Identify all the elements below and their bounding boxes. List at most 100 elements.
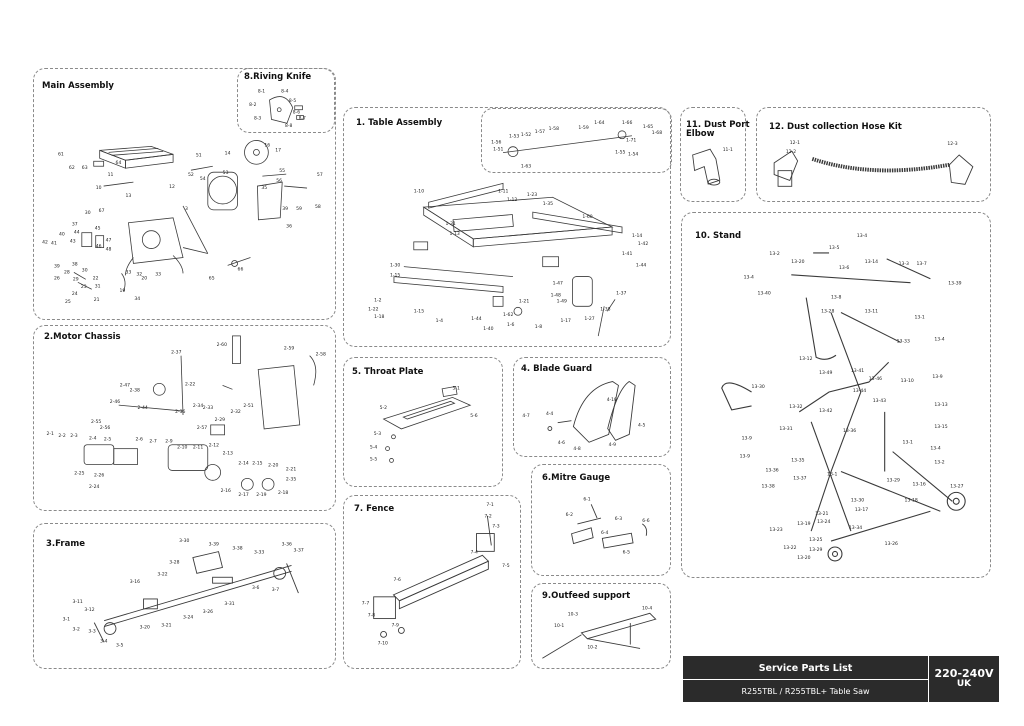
- svg-text:4-9: 4-9: [609, 442, 616, 448]
- svg-text:1-6: 1-6: [507, 322, 515, 328]
- panel-title: 10. Stand: [695, 231, 742, 241]
- svg-text:13-1: 13-1: [914, 314, 924, 320]
- svg-text:13-43: 13-43: [873, 398, 886, 404]
- svg-text:7-6: 7-6: [393, 577, 401, 583]
- svg-text:56: 56: [276, 178, 282, 184]
- svg-text:1-14: 1-14: [632, 233, 642, 239]
- svg-text:4-4: 4-4: [546, 411, 553, 417]
- svg-text:6-6: 6-6: [642, 518, 649, 524]
- svg-text:48: 48: [106, 247, 112, 253]
- svg-text:3-37: 3-37: [293, 548, 303, 554]
- svg-text:13-4: 13-4: [857, 233, 867, 239]
- panel-title: 4. Blade Guard: [521, 364, 593, 374]
- svg-text:2-14: 2-14: [238, 460, 248, 466]
- svg-text:2-57: 2-57: [197, 425, 207, 431]
- svg-text:3-21: 3-21: [161, 623, 171, 629]
- svg-text:1-11: 1-11: [498, 188, 508, 194]
- svg-text:12-2: 12-2: [786, 149, 796, 155]
- svg-text:25: 25: [65, 299, 71, 305]
- svg-text:30: 30: [82, 267, 88, 273]
- svg-text:11-1: 11-1: [723, 147, 733, 153]
- svg-text:2-58: 2-58: [316, 352, 326, 358]
- svg-text:30: 30: [85, 210, 91, 216]
- svg-text:1-22: 1-22: [368, 306, 378, 312]
- svg-text:5-6: 5-6: [470, 413, 478, 419]
- svg-text:2-5: 2-5: [104, 437, 112, 443]
- svg-text:11: 11: [108, 172, 114, 178]
- svg-text:1-42: 1-42: [638, 241, 648, 247]
- svg-text:8-7: 8-7: [299, 115, 306, 121]
- svg-text:13-4: 13-4: [934, 336, 944, 342]
- svg-text:2-3: 2-3: [70, 433, 78, 439]
- svg-text:3-16: 3-16: [130, 579, 140, 585]
- svg-text:39: 39: [282, 206, 288, 212]
- svg-text:1-65: 1-65: [643, 124, 653, 130]
- svg-text:2-34: 2-34: [193, 403, 203, 409]
- svg-text:1-21: 1-21: [519, 298, 529, 304]
- svg-text:1-64: 1-64: [594, 120, 604, 126]
- svg-text:53: 53: [223, 170, 229, 176]
- svg-text:1-56: 1-56: [491, 140, 501, 146]
- svg-text:10-3: 10-3: [568, 611, 578, 617]
- svg-text:7-5: 7-5: [502, 563, 510, 569]
- riving-knife-drawing: 8-18-28-3 8-48-58-6 8-78-8: [249, 88, 306, 129]
- svg-text:13-26: 13-26: [885, 541, 898, 547]
- svg-text:1-49: 1-49: [557, 298, 567, 304]
- svg-text:2-19: 2-19: [256, 492, 266, 498]
- svg-text:1-53: 1-53: [509, 134, 519, 140]
- title-block-voltage-box: 220-240V UK: [929, 656, 999, 702]
- svg-text:13-4: 13-4: [744, 275, 754, 281]
- panel-title: 8.Riving Knife: [244, 72, 312, 82]
- svg-text:13-14: 13-14: [865, 259, 878, 265]
- frame-drawing: 3-303-393-38 3-333-363-37 3-283-223-16 3…: [63, 538, 304, 649]
- svg-text:13-1: 13-1: [903, 440, 913, 446]
- svg-text:7-10: 7-10: [378, 640, 388, 646]
- svg-text:13-3: 13-3: [899, 261, 909, 267]
- svg-text:13-29: 13-29: [887, 477, 900, 483]
- svg-text:7-1: 7-1: [486, 502, 494, 508]
- svg-text:13-20: 13-20: [797, 555, 810, 561]
- svg-text:1-47: 1-47: [553, 281, 563, 287]
- svg-text:34: 34: [134, 296, 140, 302]
- svg-text:2-4: 2-4: [89, 436, 97, 442]
- svg-text:24: 24: [72, 291, 78, 297]
- svg-text:3-30: 3-30: [179, 538, 189, 544]
- svg-text:1-54: 1-54: [628, 152, 638, 158]
- panel-title: Main Assembly: [42, 81, 114, 91]
- svg-text:45: 45: [95, 226, 101, 232]
- svg-text:5-2: 5-2: [380, 405, 388, 411]
- dust-port-drawing: 11-1: [692, 147, 733, 186]
- svg-text:6-3: 6-3: [615, 516, 622, 522]
- svg-text:1-62: 1-62: [503, 312, 513, 318]
- svg-text:2-26: 2-26: [94, 472, 104, 478]
- svg-text:3-6: 3-6: [252, 585, 260, 591]
- svg-text:3-28: 3-28: [169, 559, 179, 565]
- svg-text:13-12: 13-12: [799, 356, 812, 362]
- svg-text:13-32: 13-32: [789, 404, 802, 410]
- title-block-divider: [683, 679, 928, 680]
- svg-text:13-30: 13-30: [851, 497, 864, 503]
- svg-text:1-4: 1-4: [436, 318, 444, 324]
- svg-text:1-15: 1-15: [390, 273, 400, 279]
- svg-text:22: 22: [93, 275, 99, 281]
- svg-text:13-20: 13-20: [791, 259, 804, 265]
- svg-text:13-29: 13-29: [809, 547, 822, 553]
- svg-text:13-17: 13-17: [855, 507, 868, 513]
- svg-text:1-17: 1-17: [561, 318, 571, 324]
- panel-title: 6.Mitre Gauge: [542, 473, 611, 483]
- svg-text:13-21: 13-21: [815, 511, 828, 517]
- svg-text:17: 17: [275, 147, 281, 153]
- svg-text:3-31: 3-31: [224, 601, 234, 607]
- svg-text:2-44: 2-44: [138, 405, 148, 411]
- svg-text:5-5: 5-5: [370, 456, 378, 462]
- svg-text:2-60: 2-60: [217, 342, 227, 348]
- svg-text:63: 63: [82, 165, 88, 171]
- svg-text:13-34: 13-34: [849, 525, 862, 531]
- svg-text:2-13: 2-13: [223, 451, 233, 457]
- svg-text:13-24: 13-24: [817, 519, 830, 525]
